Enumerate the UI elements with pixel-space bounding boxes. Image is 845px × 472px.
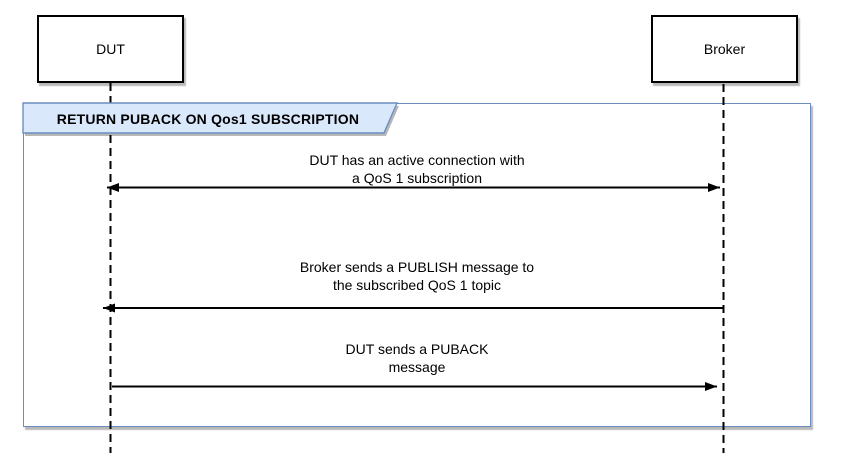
frame-tab: [22, 102, 399, 134]
message-label-connection: DUT has an active connection with a QoS …: [309, 152, 525, 186]
message-label-publish: Broker sends a PUBLISH message to the su…: [299, 259, 535, 293]
interaction-frame: [23, 103, 811, 427]
actor-label-broker: Broker: [703, 41, 746, 57]
message-label-puback: DUT sends a PUBACK message: [345, 341, 489, 375]
actor-box-broker: Broker: [651, 15, 798, 83]
actor-box-dut: DUT: [37, 15, 184, 83]
frame-title: RETURN PUBACK ON Qos1 SUBSCRIPTION: [56, 110, 360, 127]
actor-label-dut: DUT: [96, 41, 125, 57]
